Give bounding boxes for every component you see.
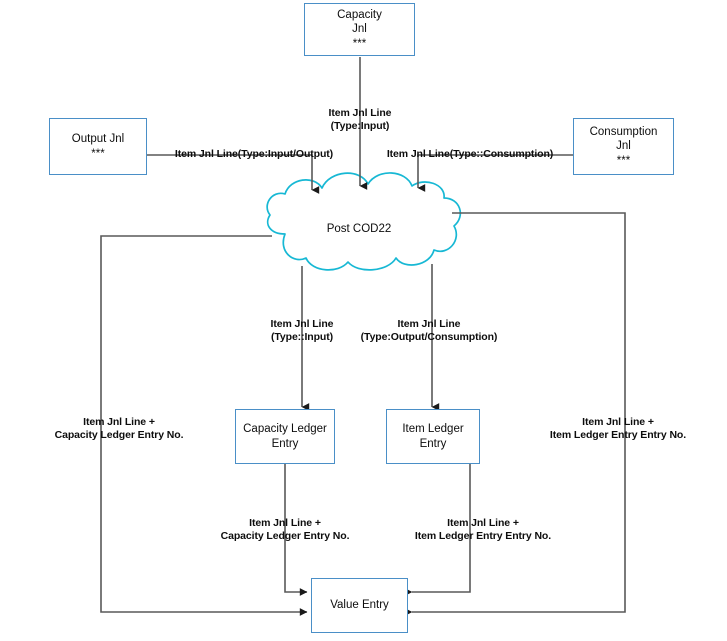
edge-consumption-jnl-to-cloud	[417, 154, 573, 192]
edge-label-cloud-to-item-ledger-entry: Item Jnl Line (Type:Output/Consumption)	[360, 318, 498, 344]
edge-label-capacity-ledger-entry-to-value-entry: Item Jnl Line + Capacity Ledger Entry No…	[220, 517, 350, 543]
edge-label-right-outer-loop: Item Jnl Line + Item Ledger Entry Entry …	[549, 416, 687, 442]
cloud-shape-post-cod22	[266, 172, 462, 271]
edge-label-cloud-to-capacity-ledger-entry: Item Jnl Line (Type::Input)	[270, 318, 334, 344]
edge-label-left-outer-loop: Item Jnl Line + Capacity Ledger Entry No…	[54, 416, 184, 442]
node-capacity-ledger-entry[interactable]: Capacity Ledger Entry	[235, 409, 335, 464]
node-output-jnl-label: Output Jnl ***	[71, 133, 125, 160]
edge-cloud-right-outer-to-value-entry	[404, 212, 626, 616]
node-item-ledger-entry-label: Item Ledger Entry	[402, 423, 464, 450]
node-capacity-jnl[interactable]: Capacity Jnl ***	[304, 3, 415, 56]
edge-label-consumption-to-cloud: Item Jnl Line(Type::Consumption)	[386, 148, 554, 160]
node-output-jnl[interactable]: Output Jnl ***	[49, 118, 147, 175]
edge-item-ledger-entry-to-value-entry	[404, 464, 471, 596]
node-consumption-jnl-label: Consumption Jnl ***	[589, 126, 658, 167]
node-consumption-jnl[interactable]: Consumption Jnl ***	[573, 118, 674, 175]
edge-capacity-ledger-entry-to-value-entry	[284, 464, 308, 596]
node-capacity-ledger-entry-label: Capacity Ledger Entry	[243, 423, 327, 450]
node-capacity-jnl-label: Capacity Jnl ***	[337, 9, 382, 50]
edge-label-capacity-to-cloud: Item Jnl Line (Type:Input)	[328, 107, 392, 133]
node-value-entry-label: Value Entry	[330, 599, 389, 612]
edge-cloud-left-outer-to-value-entry	[100, 235, 308, 616]
node-value-entry[interactable]: Value Entry	[311, 578, 408, 633]
edge-output-jnl-to-cloud	[147, 154, 320, 194]
cloud-label-post-cod22[interactable]: Post COD22	[326, 223, 392, 235]
node-item-ledger-entry[interactable]: Item Ledger Entry	[386, 409, 480, 464]
edge-label-output-to-cloud: Item Jnl Line(Type:Input/Output)	[174, 148, 334, 160]
edge-label-item-ledger-entry-to-value-entry: Item Jnl Line + Item Ledger Entry Entry …	[414, 517, 552, 543]
